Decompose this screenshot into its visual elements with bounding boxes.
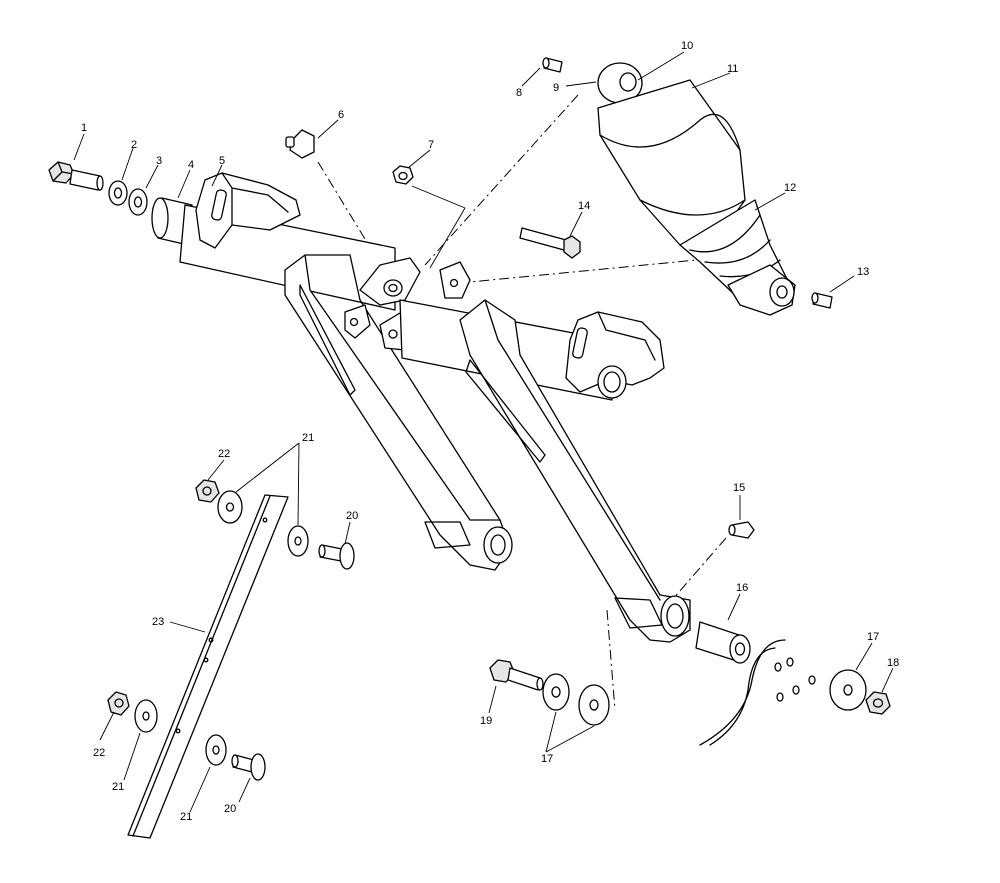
leader-lines: [73, 51, 894, 813]
callout-22-lower: 22: [93, 747, 105, 759]
part-14-bolt[interactable]: [519, 227, 581, 259]
part-15-grease-fitting[interactable]: [728, 521, 755, 539]
callout-21-lower-left: 21: [112, 781, 124, 793]
part-21-washer-lower-right[interactable]: [205, 734, 227, 766]
part-13-pin[interactable]: [811, 292, 833, 309]
callout-3: 3: [156, 155, 162, 167]
callout-labels: 1 2 3 4 5 6 7 8 9 10 11 12 13 14 15 16 1…: [81, 40, 899, 823]
part-3-washer[interactable]: [128, 188, 148, 216]
callout-11: 11: [727, 63, 738, 75]
part-20-bolt-upper[interactable]: [318, 542, 355, 570]
callout-20-lower: 20: [224, 803, 236, 815]
callout-20-upper: 20: [346, 510, 358, 522]
callout-8: 8: [516, 87, 522, 99]
wheel-hub-partial: [699, 639, 816, 746]
part-7-nut[interactable]: [392, 165, 414, 185]
callout-4: 4: [188, 159, 194, 171]
part-21-washer-lower-left[interactable]: [134, 699, 158, 733]
callout-17-right: 17: [867, 631, 879, 643]
callout-21-upper: 21: [302, 432, 314, 444]
part-1-bolt[interactable]: [48, 161, 104, 191]
part-20-bolt-lower[interactable]: [231, 753, 266, 781]
part-21-washer-upper-left[interactable]: [217, 490, 243, 524]
callout-17-lower: 17: [541, 753, 553, 765]
part-22-nut-upper[interactable]: [195, 479, 220, 503]
callout-12: 12: [784, 182, 796, 194]
callout-7: 7: [428, 139, 434, 151]
part-11-shock-absorber[interactable]: [597, 62, 796, 316]
callout-22-upper: 22: [218, 448, 230, 460]
callout-10: 10: [681, 40, 693, 52]
part-17-washer-lower[interactable]: [542, 673, 610, 726]
callout-1: 1: [81, 122, 87, 134]
callout-21-lower-right: 21: [180, 811, 192, 823]
part-6-angle-grease-fitting[interactable]: [285, 129, 315, 159]
part-19-bolt[interactable]: [489, 659, 544, 691]
part-23-limiter-strap[interactable]: [127, 494, 289, 839]
callout-14: 14: [578, 200, 590, 212]
part-22-nut-lower[interactable]: [107, 691, 130, 716]
callout-5: 5: [219, 155, 225, 167]
callout-2: 2: [131, 139, 137, 151]
callout-16: 16: [736, 582, 748, 594]
callout-6: 6: [338, 109, 344, 121]
callout-18: 18: [887, 657, 899, 669]
callout-23: 23: [152, 616, 164, 628]
callout-9: 9: [553, 82, 559, 94]
part-8-pin[interactable]: [542, 57, 563, 73]
part-16-bushing[interactable]: [695, 621, 751, 664]
callout-13: 13: [857, 266, 869, 278]
left-swing-arm[interactable]: [179, 172, 513, 571]
part-17-washer-right[interactable]: [829, 669, 867, 711]
part-2-lock-washer[interactable]: [108, 180, 128, 206]
callout-15: 15: [733, 482, 745, 494]
part-21-washer-upper-right[interactable]: [287, 525, 309, 557]
right-swing-arm[interactable]: [399, 299, 691, 643]
part-18-nut[interactable]: [865, 691, 891, 715]
callout-19: 19: [480, 715, 492, 727]
